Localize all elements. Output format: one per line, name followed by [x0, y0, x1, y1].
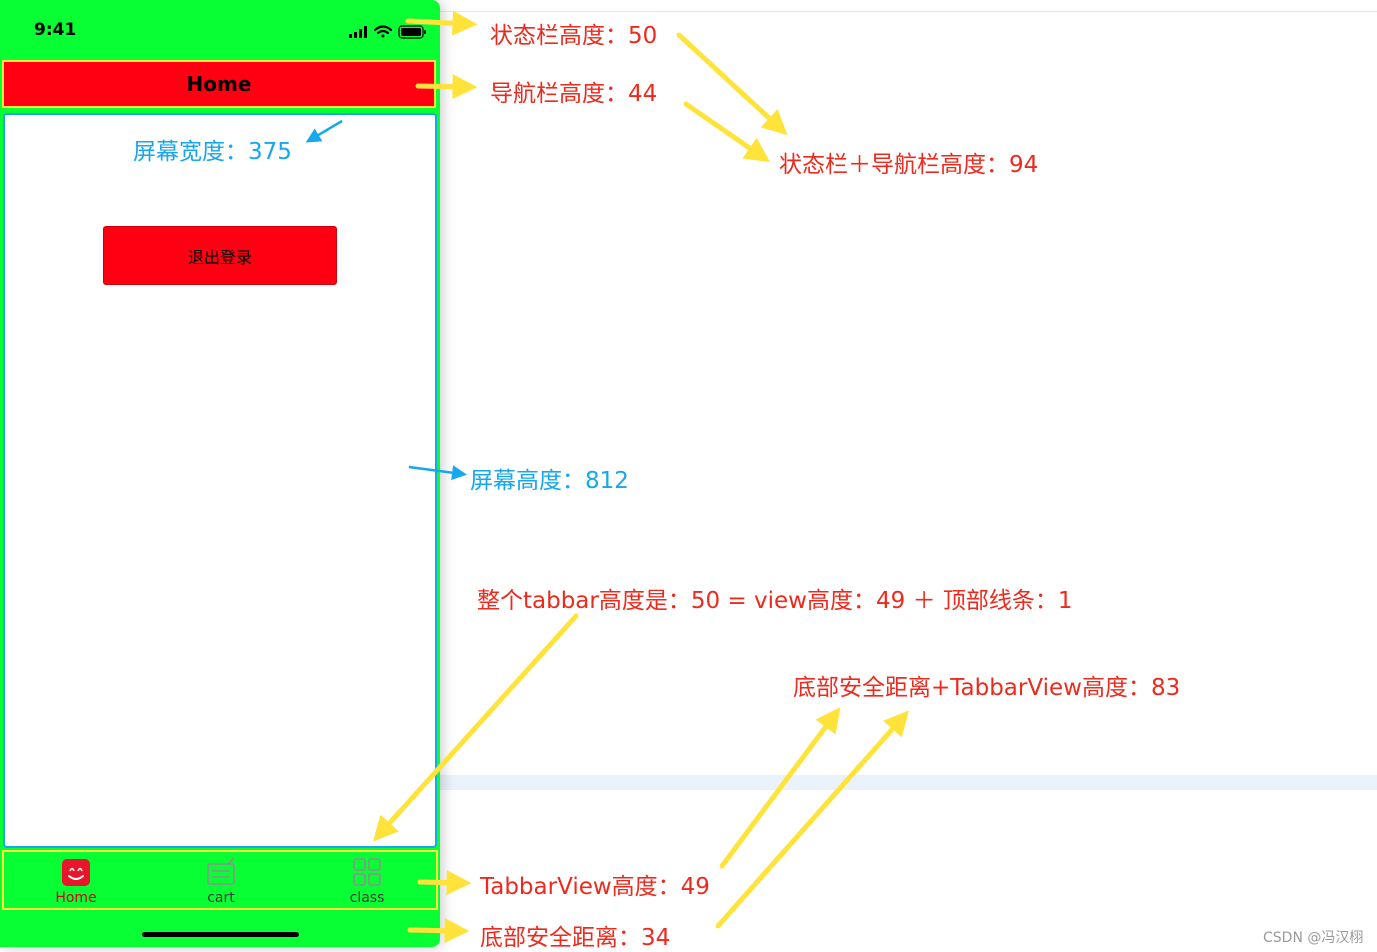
arrow-nav-bar — [415, 74, 478, 100]
tab-class[interactable]: class — [327, 856, 407, 908]
nav-title: Home — [186, 72, 252, 96]
nav-bar-height-label: 导航栏高度：44 — [490, 81, 658, 107]
cart-icon — [207, 857, 235, 885]
screen-width-label: 屏幕宽度：375 — [133, 139, 292, 165]
safe-plus-tabbar-label: 底部安全距离+TabbarView高度：83 — [793, 675, 1181, 701]
status-bar-height-label: 状态栏高度：50 — [490, 23, 658, 49]
nav-bar: Home — [2, 60, 436, 108]
home-indicator — [142, 932, 299, 937]
tab-home-label: Home — [55, 890, 97, 906]
arrow-safe-to-sum — [715, 710, 909, 929]
screen-height-label: 屏幕高度：812 — [470, 468, 629, 494]
arrow-tabbar-view-to-sum — [719, 706, 841, 869]
background-band — [440, 775, 1377, 790]
status-time: 9:41 — [34, 20, 77, 40]
arrow-tabbar-total — [372, 613, 579, 842]
wifi-icon — [373, 25, 393, 38]
signal-icon — [349, 26, 367, 38]
top-divider-line — [440, 11, 1377, 12]
tab-cart[interactable]: cart — [181, 856, 261, 908]
arrow-tabbar-view — [417, 870, 472, 896]
arrow-status-bar — [405, 10, 478, 36]
watermark: CSDN @冯汉栩 — [1263, 930, 1364, 946]
arrow-screen-height — [408, 465, 467, 481]
arrow-safe-area — [407, 918, 470, 944]
arrow-nav-to-sum — [683, 101, 771, 163]
arrow-status-to-sum — [676, 32, 788, 136]
status-plus-nav-label: 状态栏＋导航栏高度：94 — [779, 152, 1039, 178]
status-icons — [349, 25, 426, 39]
tab-bar: Home cart class — [2, 850, 438, 910]
tab-cart-label: cart — [207, 890, 235, 906]
tabbar-view-height-label: TabbarView高度：49 — [480, 874, 710, 900]
tabbar-total-label: 整个tabbar高度是：50 = view高度：49 ＋ 顶部线条：1 — [477, 588, 1073, 614]
home-tab-icon — [62, 859, 90, 886]
arrow-screen-width — [305, 119, 343, 143]
tab-class-label: class — [349, 890, 385, 906]
grid-icon — [353, 858, 381, 886]
tab-home[interactable]: Home — [36, 856, 116, 908]
safe-area-bottom-label: 底部安全距离：34 — [480, 925, 671, 951]
battery-icon — [398, 25, 426, 39]
logout-button[interactable]: 退出登录 — [103, 226, 337, 285]
